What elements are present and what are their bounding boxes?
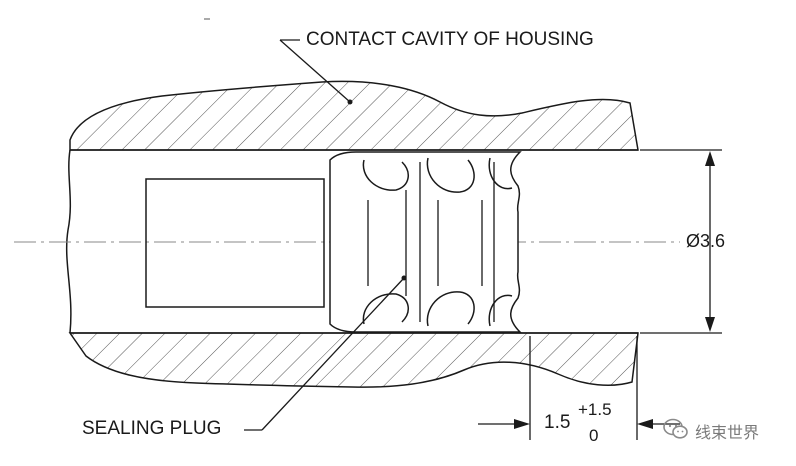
diameter-dimension: [640, 149, 722, 334]
cavity-leader: [279, 39, 351, 103]
housing-upper-wall: [69, 80, 639, 151]
sealing-plug-inner-lines: [367, 162, 495, 322]
length-upper-tolerance: +1.5: [578, 400, 612, 419]
cavity-label: CONTACT CAVITY OF HOUSING: [306, 29, 594, 50]
wechat-icon: [663, 418, 689, 445]
watermark: 线束世界: [663, 418, 759, 444]
watermark-text: 线束世界: [695, 423, 760, 442]
length-nominal-label: 1.5: [544, 412, 571, 433]
sealing-plug-outline: [329, 151, 522, 333]
length-lower-tolerance: 0: [589, 426, 599, 445]
sealing-plug-label: SEALING PLUG: [82, 418, 222, 439]
cavity-leader-dot: [347, 99, 353, 105]
diameter-label: Ø3.6: [686, 231, 726, 251]
housing-lower-wall: [68, 332, 639, 388]
plug-leader: [244, 277, 405, 431]
contact-body: [145, 178, 325, 308]
break-line-left: [65, 149, 72, 334]
plug-leader-dot: [401, 275, 407, 281]
